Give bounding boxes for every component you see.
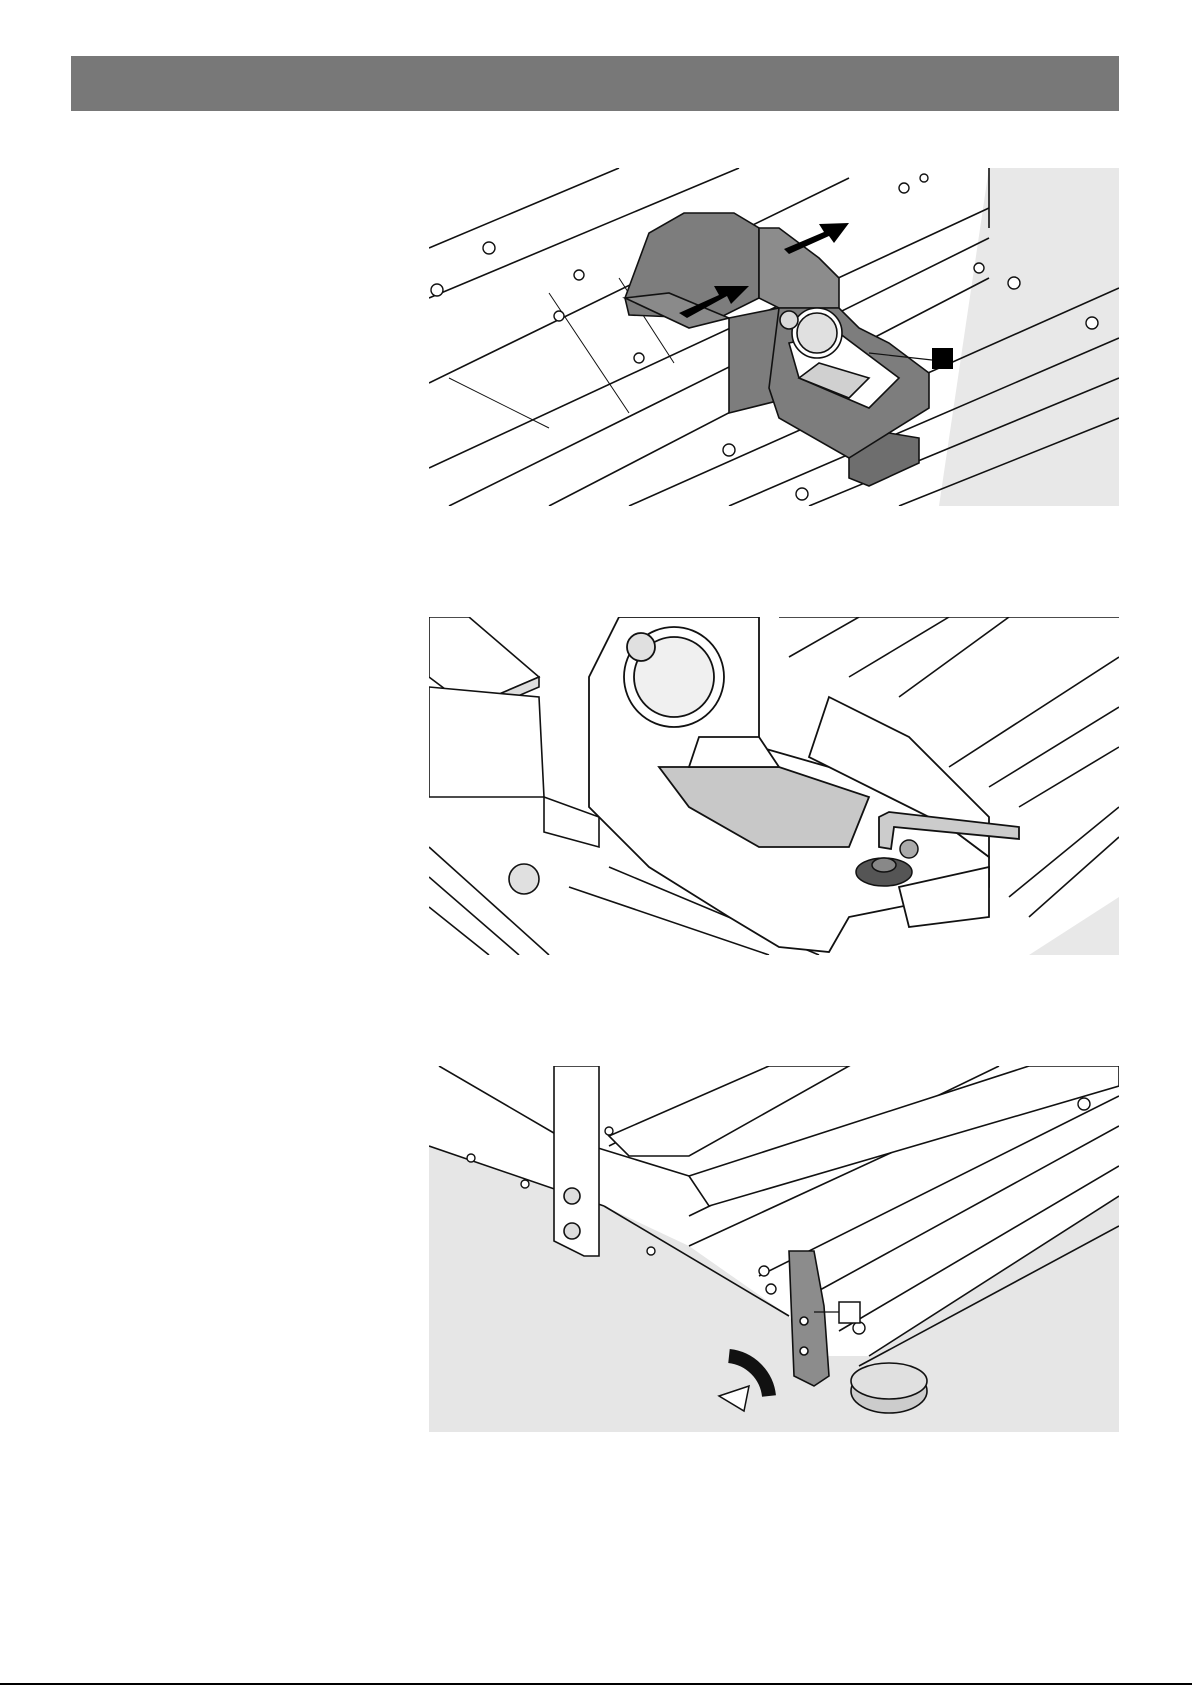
figure-2-drawing — [429, 617, 1119, 955]
callout-filled-square — [932, 348, 953, 369]
figure-1-illustration — [429, 168, 1119, 506]
figure-3-drawing — [429, 1066, 1119, 1432]
figure-1-drawing — [429, 168, 1119, 506]
figure-2-illustration — [429, 617, 1119, 955]
header-band — [71, 56, 1119, 111]
callout-open-square — [839, 1302, 860, 1323]
figure-3-illustration — [429, 1066, 1119, 1432]
